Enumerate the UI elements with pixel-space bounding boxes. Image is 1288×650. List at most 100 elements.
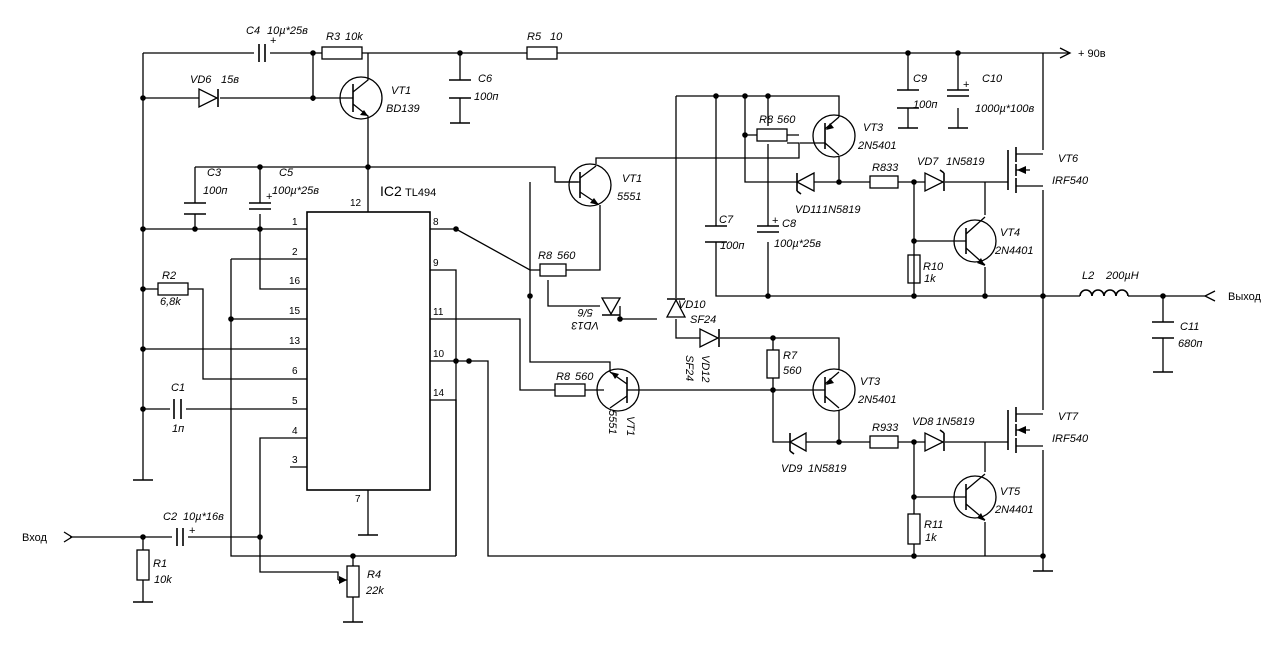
pin-label: 12 bbox=[350, 198, 362, 209]
vt6-value: IRF540 bbox=[1052, 175, 1089, 187]
capacitors: + + + + + bbox=[173, 35, 1174, 546]
r2-ref: R2 bbox=[162, 270, 176, 282]
diodes bbox=[198, 87, 945, 455]
c1-value: 1п bbox=[172, 423, 184, 435]
vt1c-value: 5551 bbox=[606, 410, 618, 434]
r10-ref: R10 bbox=[923, 261, 944, 273]
vt4-value: 2N4401 bbox=[994, 245, 1034, 257]
svg-text:+: + bbox=[772, 215, 778, 227]
wires bbox=[70, 52, 1205, 622]
r8d-ref: R8 bbox=[556, 371, 571, 383]
pin-label: 8 bbox=[433, 217, 439, 228]
pin-label: 15 bbox=[289, 306, 301, 317]
r9-value: 33 bbox=[886, 422, 899, 434]
c8-value: 100µ*25в bbox=[774, 238, 821, 250]
input-label: Вход bbox=[22, 532, 47, 544]
vd12-ref: VD12 bbox=[699, 355, 711, 383]
vt4-ref: VT4 bbox=[1000, 227, 1020, 239]
pin-label: 9 bbox=[433, 258, 439, 269]
svg-text:+: + bbox=[963, 79, 969, 91]
c7-value: 100п bbox=[720, 240, 744, 252]
c2-ref: C2 bbox=[163, 511, 177, 523]
r9-ref: R9 bbox=[872, 422, 886, 434]
r2-value: 6,8k bbox=[160, 296, 181, 308]
r7-ref: R7 bbox=[783, 350, 798, 362]
pin-label: 13 bbox=[289, 336, 301, 347]
r10-value: 1k bbox=[924, 273, 936, 285]
r3-value: 10k bbox=[345, 31, 363, 43]
vd11-value: 1N5819 bbox=[822, 204, 861, 216]
r8d-value: 560 bbox=[575, 371, 594, 383]
vt1b-ref: VT1 bbox=[622, 173, 642, 185]
vt5-value: 2N4401 bbox=[994, 504, 1034, 516]
r8a-ref: R8 bbox=[538, 250, 553, 262]
vd8-value: 1N5819 bbox=[936, 416, 975, 428]
pin-label: 16 bbox=[289, 276, 301, 287]
pin-label: 10 bbox=[433, 349, 445, 360]
pin-label: 2 bbox=[292, 247, 298, 258]
c10-ref: C10 bbox=[982, 73, 1003, 85]
ic-type: TL494 bbox=[405, 187, 436, 199]
vt7-ref: VT7 bbox=[1058, 411, 1079, 423]
r8b-ref: R8 bbox=[872, 162, 887, 174]
vt3b-value: 2N5401 bbox=[857, 394, 897, 406]
vt1b-value: 5551 bbox=[617, 191, 641, 203]
vt5-ref: VT5 bbox=[1000, 486, 1021, 498]
r8b-value: 33 bbox=[886, 162, 899, 174]
vt1a-ref: VT1 bbox=[391, 85, 411, 97]
vt6-ref: VT6 bbox=[1058, 153, 1079, 165]
c3-value: 100п bbox=[203, 185, 227, 197]
vd10-value: SF24 bbox=[690, 314, 716, 326]
vd9-value: 1N5819 bbox=[808, 463, 847, 475]
vd6-ref: VD6 bbox=[190, 74, 212, 86]
vd7-ref: VD7 bbox=[917, 156, 939, 168]
r5-ref: R5 bbox=[527, 31, 542, 43]
c8-ref: C8 bbox=[782, 218, 797, 230]
pin-label: 7 bbox=[355, 494, 361, 505]
r8a-value: 560 bbox=[557, 250, 576, 262]
vt3b-ref: VT3 bbox=[860, 376, 881, 388]
c11-value: 680п bbox=[1178, 338, 1202, 350]
junctions bbox=[140, 50, 1166, 559]
r5-value: 10 bbox=[550, 31, 563, 43]
c5-ref: C5 bbox=[279, 167, 294, 179]
c4-value: 10µ*25в bbox=[267, 25, 308, 37]
r8c-ref: R8 bbox=[759, 114, 774, 126]
c3-ref: C3 bbox=[207, 167, 222, 179]
ic-ref: IC2 bbox=[380, 183, 402, 199]
pin-label: 1 bbox=[292, 217, 298, 228]
c1-ref: C1 bbox=[171, 382, 185, 394]
vd8-ref: VD8 bbox=[912, 416, 934, 428]
vt3a-value: 2N5401 bbox=[857, 140, 897, 152]
vd13-value: 5/6 bbox=[577, 306, 593, 318]
pin-label: 3 bbox=[292, 455, 298, 466]
ic-tl494: IC2 TL494 12 1 2 16 15 13 6 5 4 3 7 8 9 … bbox=[289, 183, 445, 505]
vd10-ref: VD10 bbox=[678, 299, 706, 311]
l2-value: 200µH bbox=[1105, 270, 1139, 282]
svg-text:+: + bbox=[189, 525, 195, 537]
r8c-value: 560 bbox=[777, 114, 796, 126]
c6-value: 100п bbox=[474, 91, 498, 103]
c7-ref: C7 bbox=[719, 214, 734, 226]
c5-value: 100µ*25в bbox=[272, 185, 319, 197]
c10-value: 1000µ*100в bbox=[975, 103, 1034, 115]
r11-ref: R11 bbox=[924, 519, 943, 531]
svg-text:+: + bbox=[270, 35, 276, 47]
l2-ref: L2 bbox=[1082, 270, 1094, 282]
vd12-value: SF24 bbox=[683, 355, 695, 381]
r11-value: 1k bbox=[925, 532, 937, 544]
vd6-value: 15в bbox=[221, 74, 239, 86]
c11-ref: C11 bbox=[1180, 321, 1199, 333]
pin-label: 4 bbox=[292, 426, 298, 437]
pin-label: 6 bbox=[292, 366, 298, 377]
vd13-ref: VD13 bbox=[571, 319, 599, 331]
r4-value: 22k bbox=[365, 585, 384, 597]
terminals bbox=[63, 47, 1216, 543]
r7-value: 560 bbox=[783, 365, 802, 377]
vt7-value: IRF540 bbox=[1052, 433, 1089, 445]
r1-ref: R1 bbox=[153, 558, 167, 570]
c9-value: 100п bbox=[913, 99, 937, 111]
pin-label: 14 bbox=[433, 388, 445, 399]
supply-label: + 90в bbox=[1078, 48, 1106, 60]
